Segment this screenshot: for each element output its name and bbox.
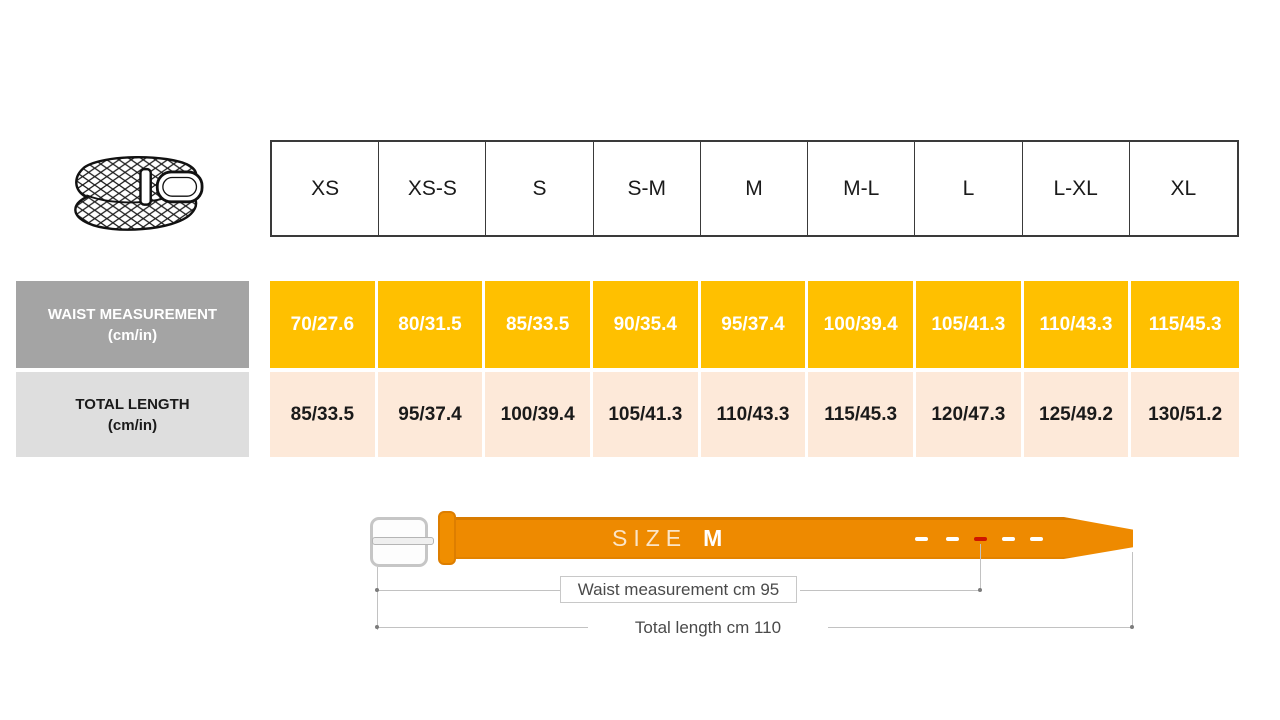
waist-label-unit: (cm/in) — [107, 326, 158, 344]
length-value-cell: 130/51.2 — [1131, 372, 1239, 457]
belt-buckle-prong — [372, 537, 434, 545]
waist-value-cell: 110/43.3 — [1023, 281, 1132, 368]
belt-hole — [915, 537, 928, 541]
length-value-cell: 115/45.3 — [808, 372, 916, 457]
length-value-cell: 105/41.3 — [592, 372, 701, 457]
size-header-cell: S — [486, 142, 594, 235]
waist-dim-line-left — [377, 590, 560, 591]
braided-belt-icon — [58, 143, 208, 241]
total-dim-line-right — [828, 627, 1133, 628]
belt-size-text: SIZE M — [612, 517, 722, 559]
size-header-cell: XL — [1170, 176, 1197, 200]
dim-endpoint — [375, 588, 379, 592]
size-header-cell: XS — [272, 142, 380, 235]
waist-value-cell: 85/33.5 — [485, 281, 593, 368]
size-header-cell: L — [915, 142, 1023, 235]
size-word: SIZE — [612, 524, 688, 551]
dim-vline-hole — [980, 544, 981, 590]
waist-value-cell: 95/37.4 — [700, 281, 809, 368]
length-value-cell: 85/33.5 — [270, 372, 378, 457]
dim-endpoint — [1130, 625, 1134, 629]
waist-measure-caption: Waist measurement cm 95 — [560, 576, 797, 603]
size-value: M — [703, 524, 723, 551]
waist-dim-line-right — [800, 590, 981, 591]
length-value-cell: 120/47.3 — [915, 372, 1024, 457]
belt-keeper-loop — [438, 511, 456, 565]
waist-value-cell: 70/27.6 — [270, 281, 378, 368]
waist-measurement-label: WAIST MEASUREMENT (cm/in) — [16, 281, 249, 368]
length-value-cell: 95/37.4 — [377, 372, 486, 457]
belt-strap — [440, 517, 1133, 559]
length-value-cell: 110/43.3 — [700, 372, 809, 457]
size-header-cell: M — [701, 142, 809, 235]
belt-hole — [1002, 537, 1015, 541]
total-length-label: TOTAL LENGTH (cm/in) — [16, 372, 249, 457]
waist-value-cell: 105/41.3 — [915, 281, 1024, 368]
dim-vline-buckle — [377, 567, 378, 630]
size-header-cell: S-M — [594, 142, 701, 235]
length-label-text: TOTAL LENGTH — [75, 395, 190, 413]
size-header-cell: L-XL — [1023, 142, 1130, 235]
belt-hole — [1030, 537, 1043, 541]
dim-endpoint — [375, 625, 379, 629]
waist-label-text: WAIST MEASUREMENT — [47, 305, 218, 323]
size-header-cell: M-L — [808, 142, 916, 235]
dim-vline-tip — [1132, 552, 1133, 627]
size-header-cell: XS-S — [379, 142, 487, 235]
length-label-unit: (cm/in) — [107, 416, 158, 434]
total-dim-line-left — [377, 627, 588, 628]
total-length-caption: Total length cm 110 — [588, 617, 828, 639]
length-value-cell: 125/49.2 — [1023, 372, 1132, 457]
waist-value-cell: 80/31.5 — [377, 281, 486, 368]
belt-hole-selected — [974, 537, 987, 541]
waist-value-cell: 90/35.4 — [592, 281, 701, 368]
waist-value-cell: 115/45.3 — [1131, 281, 1239, 368]
length-value-cell: 100/39.4 — [485, 372, 593, 457]
dim-endpoint — [978, 588, 982, 592]
belt-hole — [946, 537, 959, 541]
waist-value-cell: 100/39.4 — [808, 281, 916, 368]
